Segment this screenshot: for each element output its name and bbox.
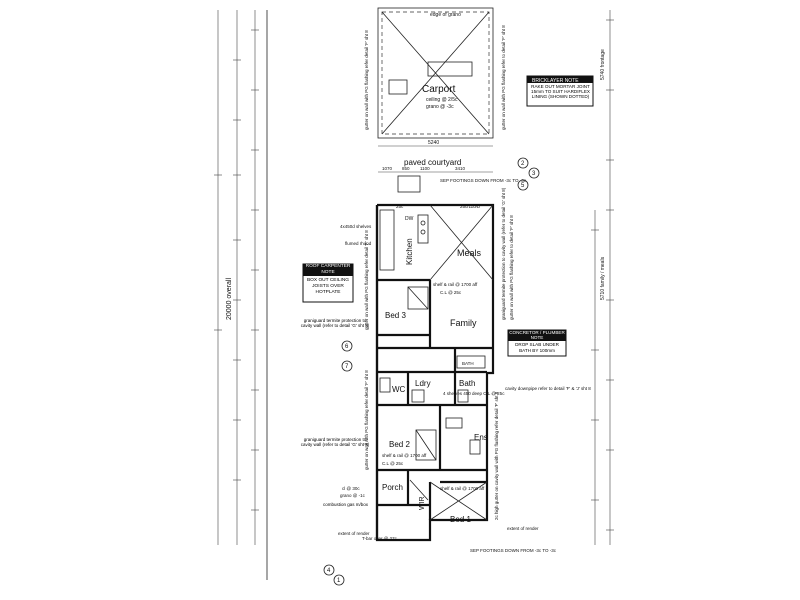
ceiling-110: 25c/110/D <box>460 204 481 209</box>
dw-label: DW <box>405 216 414 222</box>
termite-note-left-lower: graniguard termite protection to cavity … <box>300 437 370 447</box>
termite-note-right: graniguard termite protection to cavity … <box>501 187 506 320</box>
bed1-label: Bed 1 <box>450 515 471 524</box>
bricklayer-note: BRICKLAYER NOTE RAKE OUT MORTAR JOINT 15… <box>526 75 594 107</box>
ens-fixtures <box>445 417 481 455</box>
dim-3410: 3410 <box>455 166 466 171</box>
carport-gutter-note-right: gutter on wall with PG flashing refer to… <box>501 25 506 130</box>
concretor-note-body: DROP SLAB UNDER BATH BY 100mm <box>515 342 559 353</box>
concretor-note: CONCRETOR / PLUMBER NOTE DROP SLAB UNDER… <box>507 329 567 357</box>
ref-6: 6 <box>345 344 349 350</box>
ref-5: 5 <box>521 183 525 189</box>
porch-grano: grano @ -1c <box>340 493 366 498</box>
carport-label: Carport <box>422 84 456 95</box>
overall-dimension: 20000 overall <box>226 278 233 320</box>
family-label: Family <box>450 318 477 328</box>
dim-850: 850 <box>402 166 410 171</box>
kitchen-shelves-label: 4x450d shelves <box>340 224 372 229</box>
ens-label: Ens <box>474 433 488 442</box>
ref-2: 2 <box>521 161 525 167</box>
section-markers-left: 6 7 <box>341 340 353 372</box>
bed2-label: Bed 2 <box>389 440 410 449</box>
porch-cl: cl @ 30c <box>342 486 360 491</box>
carport: Carport ceiling @ 2/5c grano @ -3c edge … <box>377 7 494 147</box>
kitchen-fixtures: DW <box>379 209 429 271</box>
section-markers-top: 2 3 5 <box>517 157 540 191</box>
flumed-rhood-label: flumed rhood <box>345 241 372 246</box>
ref-7: 7 <box>345 364 349 370</box>
extent-render-left: extent of render <box>338 531 370 536</box>
paved-courtyard: paved courtyard 1070 850 1100 3410 SEP F… <box>378 158 527 193</box>
carport-gutter-note-left: gutter on wall with PG flashing refer de… <box>364 30 369 130</box>
combustion-gas-note: combustion gas m/box <box>322 502 368 507</box>
t-bar-note: T-bar over @ 27c <box>362 536 398 541</box>
edge-of-grano-label: edge of grano <box>430 12 461 18</box>
concretor-note-title: CONCRETOR / PLUMBER NOTE <box>509 330 565 341</box>
wc-label: WC <box>392 385 406 394</box>
roof-carpenter-note: ROOF CARPENTER NOTE BOX OUT CEILING JOIS… <box>302 263 354 303</box>
ldry-fixtures <box>379 377 425 403</box>
bed2-shelf-rail: shelf & rail @ 1700 aff <box>382 453 427 458</box>
wir-label: WIR <box>419 496 426 510</box>
wir-fixtures <box>409 479 429 501</box>
roof-note-title: ROOF CARPENTER NOTE <box>305 264 351 275</box>
roof-note-body: BOX OUT CEILING JOISTS OVER HOTPLATE <box>306 278 350 295</box>
family-cl: C.L @ 25c <box>440 290 462 295</box>
carport-grano: grano @ -3c <box>426 104 454 110</box>
family-shelf-rail: shelf & rail @ 1700 aff <box>433 282 478 287</box>
right-dimension-strings: 5710 family / meals 5740 frontage <box>591 10 614 545</box>
ldry-shelves-note: 4 shelves 450 deep C.L @ 25c <box>443 391 505 396</box>
dim-1070: 1070 <box>382 166 393 171</box>
bath-fixtures: BATH <box>456 355 486 403</box>
ceiling-25c: 25c <box>396 204 404 209</box>
sep-footings-bottom: SEP FOOTINGS DOWN FROM -3c TO -3c <box>470 548 557 553</box>
ldry-label: Ldry <box>415 379 431 388</box>
ref-3: 3 <box>532 171 536 177</box>
carport-ceiling: ceiling @ 2/5c <box>426 97 458 103</box>
cavity-downpipe-note: cavity downpipe refer to detail 'F' & 'J… <box>505 386 591 391</box>
meals-label: Meals <box>457 248 482 258</box>
gutter-note-right-house: gutter on wall with PG flashing refer to… <box>509 215 514 320</box>
bed3-fixtures <box>407 286 429 310</box>
sep-footings-top: SEP FOOTINGS DOWN FROM -3c TO -3c <box>440 178 527 183</box>
house-gutter-note-left-lower: gutter on wall with PG flashing refer de… <box>364 370 369 470</box>
bed2-cl: C.L @ 25c <box>382 461 404 466</box>
porch-label: Porch <box>382 483 403 492</box>
family-meals-dimension: 5710 family / meals <box>600 256 606 300</box>
bricklayer-note-body: RAKE OUT MORTAR JOINT 15mm TO SUIT HARDI… <box>531 84 590 99</box>
bed1-fixtures <box>429 481 488 521</box>
internal-walls <box>377 204 494 520</box>
kitchen-label: Kitchen <box>405 238 414 265</box>
termite-note-left-upper: graniguard termite protection to cavity … <box>300 318 370 328</box>
bed2-fixtures <box>415 429 437 461</box>
bed1-shelf-rail: shelf & rail @ 1700 aff <box>440 486 485 491</box>
dim-5240: 5240 <box>428 140 439 146</box>
bed-gutter-note: 2c high gutter on cavity wall with PG fl… <box>494 391 499 520</box>
bricklayer-note-title: BRICKLAYER NOTE <box>532 78 579 84</box>
left-dimension-strings: 20000 overall <box>214 10 259 545</box>
bed3-label: Bed 3 <box>385 311 406 320</box>
frontage-dimension: 5740 frontage <box>600 49 606 80</box>
bath-tub-label: BATH <box>462 361 474 366</box>
bath-label: Bath <box>459 379 475 388</box>
courtyard-label: paved courtyard <box>404 158 461 167</box>
dim-1100: 1100 <box>420 166 430 171</box>
ref-1: 1 <box>337 578 341 584</box>
extent-render-right: extent of render <box>507 526 539 531</box>
section-markers-bottom: 4 1 <box>323 564 345 586</box>
ref-4: 4 <box>327 568 331 574</box>
house-gutter-note-left: gutter on wall with PG flashing refer de… <box>364 230 369 330</box>
